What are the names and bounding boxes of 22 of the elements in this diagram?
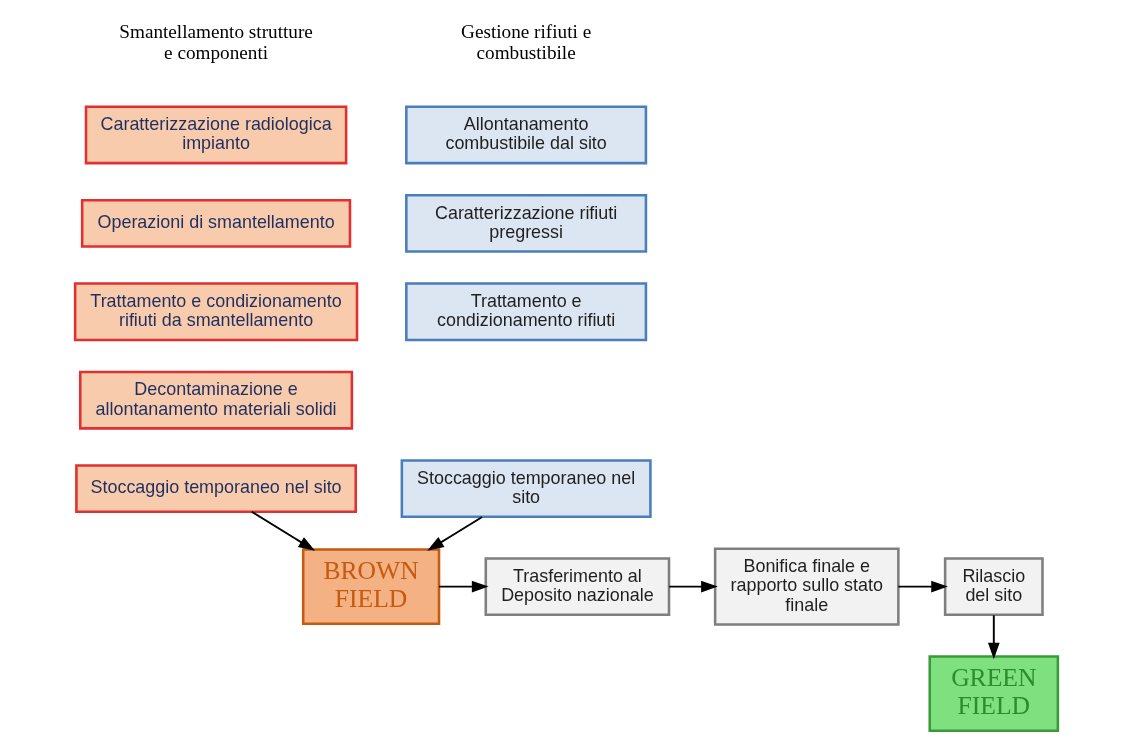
arrow: [438, 580, 489, 593]
node-box: Allontanamento combustibile dal sito: [405, 105, 648, 165]
node-box: Caratterizzazione rifiuti pregressi: [405, 193, 648, 253]
node-box: Bonifica finale e rapporto sullo stato finale: [713, 547, 900, 626]
node-box: Decontaminazione e allontanamento materiali solidi: [78, 370, 354, 430]
arrow: [897, 580, 948, 593]
arrow: [668, 580, 718, 593]
node-box: Stoccaggio temporaneo nel sito: [400, 459, 652, 519]
node-box: Trasferimento al Deposito nazionale: [484, 557, 671, 617]
node-box: Operazioni di smantellamento: [80, 199, 352, 248]
node-box: BROWN FIELD: [301, 548, 441, 626]
label: Smantellamento strutture e componenti: [119, 20, 313, 64]
arrow: [987, 614, 1000, 660]
node-box: Caratterizzazione radiologica impianto: [84, 105, 348, 165]
node-box: GREEN FIELD: [928, 655, 1060, 733]
node-box: Rilascio del sito: [943, 557, 1044, 617]
arrow: [250, 510, 316, 551]
arrow: [427, 516, 484, 551]
node-box: Trattamento e condizionamento rifiuti: [405, 282, 648, 342]
node-box: Stoccaggio temporaneo nel sito: [75, 464, 357, 513]
label: Gestione rifiuti e combustibile: [461, 20, 592, 64]
node-box: Trattamento e condizionamento rifiuti da smantellamento: [73, 282, 359, 342]
